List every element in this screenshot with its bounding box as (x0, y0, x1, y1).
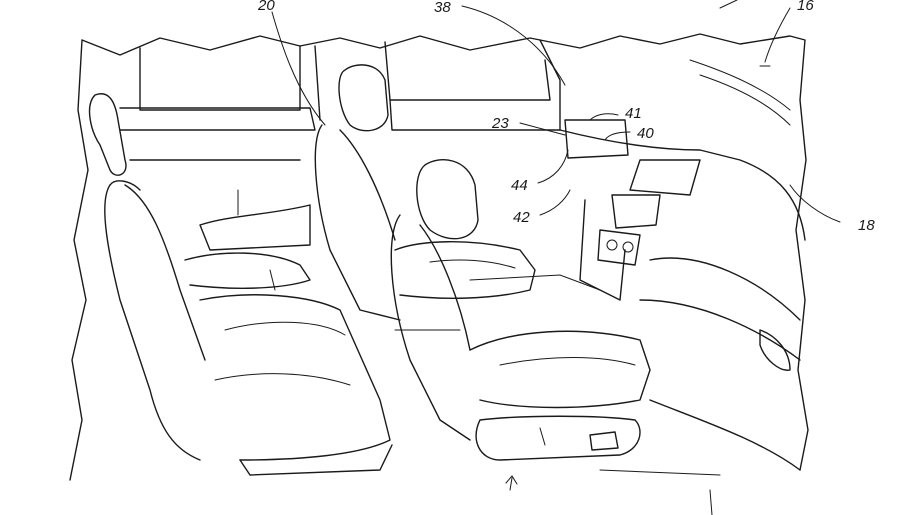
rear-seat (88, 93, 393, 476)
reference-numeral-40: 40 (637, 125, 654, 142)
instrument-panel (559, 59, 806, 371)
reference-numeral-42: 42 (513, 209, 530, 226)
reference-numeral-16: 16 (797, 0, 814, 14)
leader-lines (271, 0, 841, 515)
side-window (314, 39, 561, 131)
reference-numeral-20: 20 (257, 0, 275, 14)
reference-numeral-44: 44 (511, 177, 528, 194)
reference-numeral-23: 23 (491, 115, 509, 132)
rear-body-panel (119, 45, 316, 251)
middle-seat (314, 64, 536, 321)
reference-numeral-41: 41 (625, 105, 642, 122)
reference-numeral-38: 38 (434, 0, 451, 16)
reference-numeral-18: 18 (858, 217, 875, 234)
cutaway-outline (69, 33, 809, 481)
front-seat (390, 159, 651, 461)
floor (394, 274, 801, 476)
